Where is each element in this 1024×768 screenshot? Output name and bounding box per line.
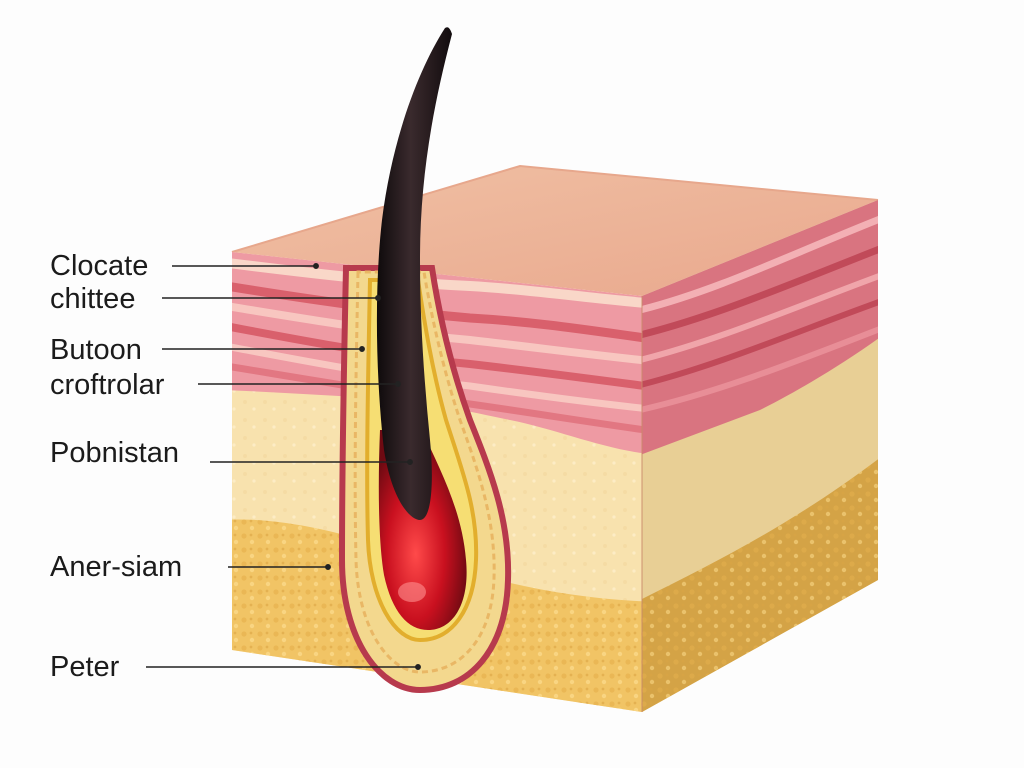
label-croftrolar: croftrolar (50, 369, 165, 401)
hair-shaft (376, 27, 452, 520)
label-clocate: Clocate (50, 250, 149, 282)
label-aner-siam: Aner-siam (50, 551, 183, 583)
label-chittee: chittee (50, 283, 136, 315)
label-butoon: Butoon (50, 334, 142, 366)
label-pobnistan: Pobnistan (50, 437, 179, 469)
leader-lines (146, 263, 421, 670)
label-peter: Peter (50, 651, 120, 683)
hair-follicle (338, 27, 512, 694)
